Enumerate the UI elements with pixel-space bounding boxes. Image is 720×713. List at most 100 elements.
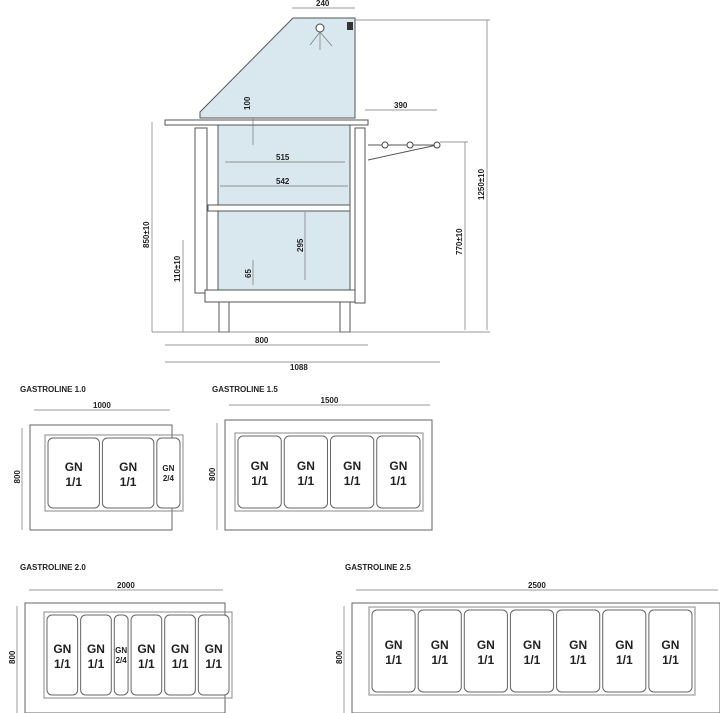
pan-type: GN [53, 642, 71, 656]
dim-inner-lower: 542 [276, 177, 290, 186]
gn-pan: GN1/1 [602, 609, 647, 693]
leg-right [339, 301, 351, 333]
dim-bottom-gap: 65 [244, 269, 253, 278]
pan-size: 1/1 [65, 475, 82, 489]
gn-pan: GN1/1 [130, 614, 163, 696]
pan-size: 1/1 [478, 653, 495, 667]
door [194, 127, 208, 294]
leg-left [218, 301, 230, 333]
pan-type: GN [162, 464, 174, 473]
dim-inner-upper: 515 [276, 153, 290, 162]
pan-type: GN [389, 459, 407, 473]
plan-title: GASTROLINE 1.5 [212, 385, 278, 394]
gn-pan: GN1/1 [101, 437, 155, 509]
plan-depth: 800 [8, 650, 17, 664]
gn-pan: GN1/1 [47, 437, 100, 509]
pan-size: 1/1 [524, 653, 541, 667]
plan-depth: 800 [13, 470, 22, 484]
gn-pan: GN1/1 [80, 614, 112, 696]
pan-size: 1/1 [54, 657, 71, 671]
gn-pan: GN1/1 [509, 609, 555, 693]
plan-width: 1500 [321, 396, 339, 405]
dim-body-depth: 800 [255, 336, 269, 345]
dim-counter-height: 850±10 [142, 221, 151, 248]
pan-size: 2/4 [163, 474, 175, 483]
pan-frame [44, 434, 184, 512]
gn-pan: GN1/1 [330, 435, 375, 509]
pan-type: GN [87, 642, 105, 656]
lamp-icon [309, 22, 353, 50]
pan-size: 1/1 [390, 474, 407, 488]
gn-pan: GN1/1 [417, 609, 462, 693]
gn-pan: GN1/1 [197, 614, 230, 696]
pan-type: GN [431, 638, 449, 652]
pan-size: 1/1 [344, 474, 361, 488]
pan-size: 1/1 [298, 474, 315, 488]
dim-base-height: 110±10 [173, 255, 182, 282]
pan-type: GN [523, 638, 541, 652]
plan-width: 2500 [528, 581, 546, 590]
pan-type: GN [297, 459, 315, 473]
pan-type: GN [477, 638, 495, 652]
side-view: 100 515 542 295 65 240 390 1250±10 770±1… [142, 0, 490, 372]
pan-size: 1/1 [120, 475, 137, 489]
dim-shelf-height: 770±10 [455, 228, 464, 255]
plan-width: 2000 [117, 581, 135, 590]
dim-top-width: 240 [316, 0, 330, 8]
pan-size: 1/1 [431, 653, 448, 667]
gn-pan: GN2/4 [156, 437, 181, 509]
gn-pan: GN2/4 [113, 614, 129, 696]
pan-type: GN [615, 638, 633, 652]
pan-size: 1/1 [570, 653, 587, 667]
plan-width: 1000 [93, 401, 111, 410]
pan-type: GN [115, 646, 127, 655]
pan-frame [368, 606, 696, 696]
pan-size: 1/1 [662, 653, 679, 667]
gn-pan: GN1/1 [648, 609, 693, 693]
plan-view: GASTROLINE 1.51500800GN1/1GN1/1GN1/1GN1/… [208, 385, 433, 531]
gn-pan: GN1/1 [463, 609, 508, 693]
dim-shelf-depth: 390 [394, 101, 408, 110]
pan-type: GN [385, 638, 403, 652]
pan-size: 1/1 [385, 653, 402, 667]
dim-total-depth: 1088 [290, 363, 308, 372]
pan-size: 1/1 [616, 653, 633, 667]
pan-size: 2/4 [116, 656, 128, 665]
pan-size: 1/1 [205, 657, 222, 671]
pan-type: GN [205, 642, 223, 656]
counter-top [164, 119, 369, 126]
gn-pan: GN1/1 [46, 614, 79, 696]
dim-tray-height: 295 [296, 238, 305, 252]
gn-pan: GN1/1 [371, 609, 416, 693]
plan-depth: 800 [335, 650, 344, 664]
plan-depth: 800 [208, 467, 217, 481]
gn-pan: GN1/1 [556, 609, 601, 693]
pan-size: 1/1 [251, 474, 268, 488]
pan-type: GN [171, 642, 189, 656]
glass-canopy [199, 17, 356, 119]
pan-type: GN [251, 459, 269, 473]
dim-total-height: 1250±10 [477, 168, 486, 200]
gn-pan: GN1/1 [164, 614, 196, 696]
pan-frame [43, 611, 233, 699]
pan-type: GN [137, 642, 155, 656]
plan-title: GASTROLINE 1.0 [20, 385, 86, 394]
pan-size: 1/1 [88, 657, 105, 671]
plan-title: GASTROLINE 2.5 [345, 563, 411, 572]
pan-type: GN [661, 638, 679, 652]
plan-view: GASTROLINE 2.52500800GN1/1GN1/1GN1/1GN1/… [335, 563, 720, 713]
pan-size: 1/1 [138, 657, 155, 671]
gn-pan: GN1/1 [376, 435, 421, 509]
pan-type: GN [65, 460, 83, 474]
pan-type: GN [343, 459, 361, 473]
plan-title: GASTROLINE 2.0 [20, 563, 86, 572]
plan-view: GASTROLINE 2.02000800GN1/1GN1/1GN2/4GN1/… [8, 563, 233, 713]
pan-size: 1/1 [172, 657, 189, 671]
pan-type: GN [569, 638, 587, 652]
pan-frame [234, 432, 424, 512]
pan-type: GN [119, 460, 137, 474]
dim-glass-gap: 100 [243, 96, 252, 110]
gn-pan: GN1/1 [283, 435, 328, 509]
